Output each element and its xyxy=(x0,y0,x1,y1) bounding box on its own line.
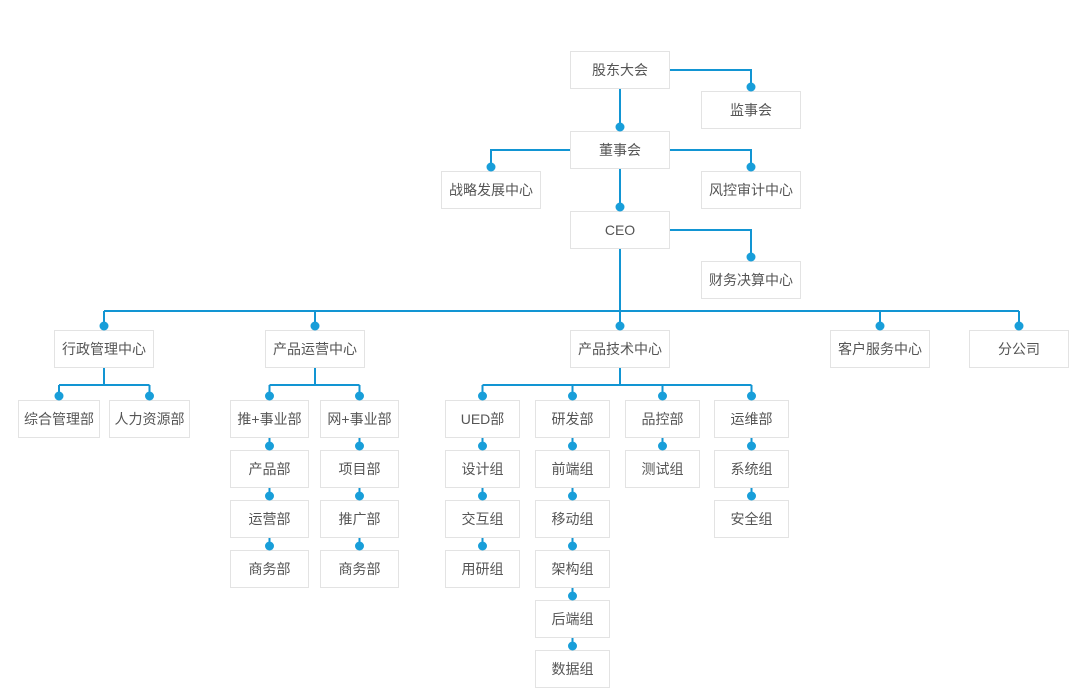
org-node-tui-bu: 推+事业部 xyxy=(230,400,309,438)
org-node-promotion: 推广部 xyxy=(320,500,399,538)
org-node-finance: 财务决算中心 xyxy=(701,261,801,299)
org-node-label-operation: 运营部 xyxy=(248,511,291,527)
org-node-system: 系统组 xyxy=(714,450,789,488)
org-node-frontend: 前端组 xyxy=(535,450,610,488)
org-node-general: 综合管理部 xyxy=(18,400,100,438)
org-node-ceo: CEO xyxy=(570,211,670,249)
org-node-label-wang-bu: 网+事业部 xyxy=(327,411,392,427)
connector-line xyxy=(670,69,752,91)
org-node-label-project: 项目部 xyxy=(338,461,381,477)
org-node-rd: 研发部 xyxy=(535,400,610,438)
org-node-label-qc: 品控部 xyxy=(641,411,684,427)
org-node-label-ceo: CEO xyxy=(604,222,636,238)
connector-line xyxy=(670,229,752,261)
org-node-ops: 产品运营中心 xyxy=(265,330,365,368)
org-node-product: 产品部 xyxy=(230,450,309,488)
org-node-label-frontend: 前端组 xyxy=(551,461,594,477)
org-node-ued: UED部 xyxy=(445,400,520,438)
org-node-label-supervisory: 监事会 xyxy=(730,102,772,118)
org-node-research: 用研组 xyxy=(445,550,520,588)
org-node-wang-bu: 网+事业部 xyxy=(320,400,399,438)
org-node-label-board: 董事会 xyxy=(599,142,641,158)
org-node-label-admin: 行政管理中心 xyxy=(62,341,146,357)
org-node-project: 项目部 xyxy=(320,450,399,488)
org-node-label-shareholders: 股东大会 xyxy=(592,62,648,78)
org-node-hr: 人力资源部 xyxy=(109,400,190,438)
org-node-label-business-2: 商务部 xyxy=(338,561,381,577)
org-node-label-security: 安全组 xyxy=(730,511,773,527)
org-node-label-tech: 产品技术中心 xyxy=(578,341,662,357)
org-node-business-1: 商务部 xyxy=(230,550,309,588)
org-node-label-finance: 财务决算中心 xyxy=(709,272,793,288)
org-node-testing: 测试组 xyxy=(625,450,700,488)
org-node-label-product: 产品部 xyxy=(248,461,291,477)
org-node-operation: 运营部 xyxy=(230,500,309,538)
org-node-label-mobile: 移动组 xyxy=(551,511,594,527)
org-node-admin: 行政管理中心 xyxy=(54,330,154,368)
org-node-security: 安全组 xyxy=(714,500,789,538)
connector-line xyxy=(490,149,570,171)
org-node-label-business-1: 商务部 xyxy=(248,561,291,577)
org-node-label-promotion: 推广部 xyxy=(338,511,381,527)
org-node-label-design: 设计组 xyxy=(461,461,504,477)
org-node-label-strategy: 战略发展中心 xyxy=(449,182,533,198)
org-node-label-om: 运维部 xyxy=(730,411,773,427)
org-node-supervisory: 监事会 xyxy=(701,91,801,129)
org-node-label-risk: 风控审计中心 xyxy=(709,182,793,198)
org-node-label-hr: 人力资源部 xyxy=(114,411,185,427)
org-node-label-architecture: 架构组 xyxy=(551,561,594,577)
org-node-qc: 品控部 xyxy=(625,400,700,438)
org-node-tech: 产品技术中心 xyxy=(570,330,670,368)
org-node-backend: 后端组 xyxy=(535,600,610,638)
org-node-label-ued: UED部 xyxy=(460,411,505,427)
org-node-label-general: 综合管理部 xyxy=(24,411,94,427)
org-node-label-data-group: 数据组 xyxy=(551,661,594,677)
org-node-label-branch: 分公司 xyxy=(998,341,1040,357)
org-node-label-service: 客户服务中心 xyxy=(838,341,922,357)
org-node-label-rd: 研发部 xyxy=(551,411,594,427)
org-node-interaction: 交互组 xyxy=(445,500,520,538)
org-node-board: 董事会 xyxy=(570,131,670,169)
org-node-data-group: 数据组 xyxy=(535,650,610,688)
org-node-shareholders: 股东大会 xyxy=(570,51,670,89)
org-node-label-testing: 测试组 xyxy=(641,461,684,477)
connector-line xyxy=(670,149,752,171)
org-node-label-interaction: 交互组 xyxy=(461,511,504,527)
org-node-service: 客户服务中心 xyxy=(830,330,930,368)
org-node-label-backend: 后端组 xyxy=(551,611,594,627)
org-node-branch: 分公司 xyxy=(969,330,1069,368)
org-node-label-ops: 产品运营中心 xyxy=(273,341,357,357)
org-node-design: 设计组 xyxy=(445,450,520,488)
org-node-label-system: 系统组 xyxy=(730,461,773,477)
org-node-architecture: 架构组 xyxy=(535,550,610,588)
org-node-risk: 风控审计中心 xyxy=(701,171,801,209)
org-node-business-2: 商务部 xyxy=(320,550,399,588)
org-node-strategy: 战略发展中心 xyxy=(441,171,541,209)
org-node-label-research: 用研组 xyxy=(461,561,504,577)
org-node-label-tui-bu: 推+事业部 xyxy=(237,411,302,427)
org-node-mobile: 移动组 xyxy=(535,500,610,538)
org-node-om: 运维部 xyxy=(714,400,789,438)
